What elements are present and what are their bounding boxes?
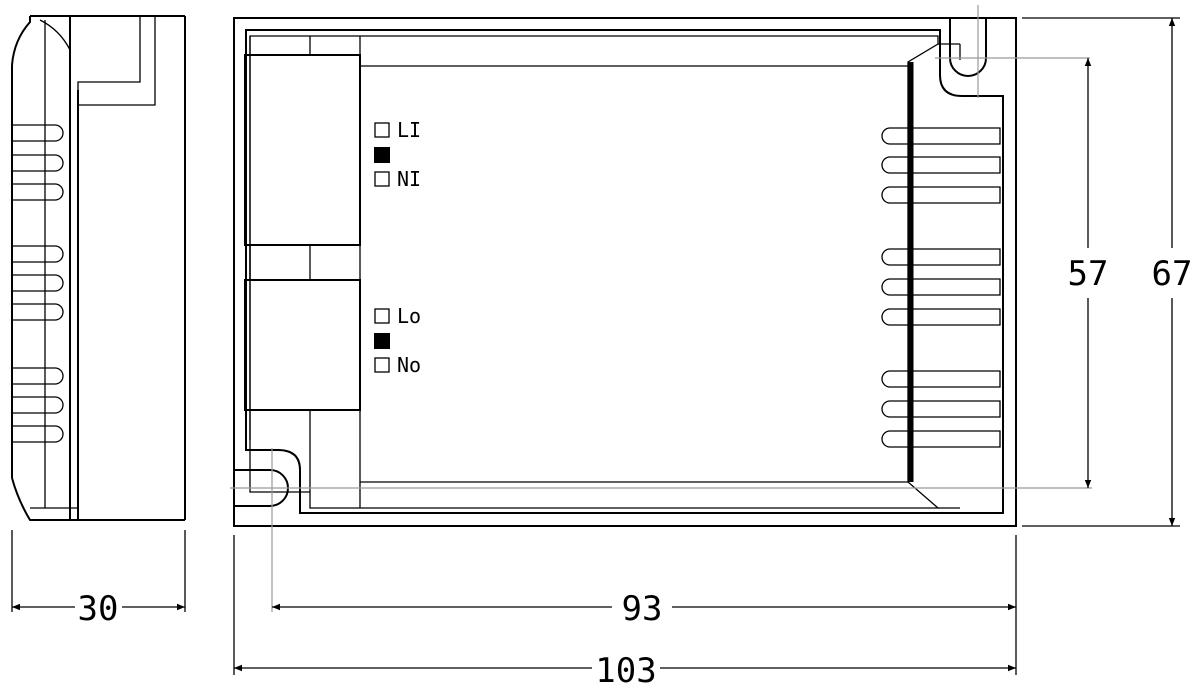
terminal-ni-square <box>374 171 390 187</box>
mount-hole-height-label: 57 <box>1068 254 1109 294</box>
overall-height-label: 67 <box>1152 254 1193 294</box>
dimension-lines <box>233 17 1180 675</box>
front-pins <box>881 127 1001 448</box>
side-pins <box>12 124 64 443</box>
depth-label: 30 <box>78 589 119 629</box>
terminal-output-filled-square <box>374 333 390 349</box>
overall-length-label: 103 <box>595 651 656 691</box>
terminal-label-li: LI <box>397 118 421 142</box>
terminal-label-no: No <box>397 353 421 377</box>
terminal-no-square <box>374 357 390 373</box>
terminal-input-filled-square <box>374 147 390 163</box>
terminal-label-lo: Lo <box>397 304 421 328</box>
mount-hole-spacing-label: 93 <box>622 589 663 629</box>
terminal-label-ni: NI <box>397 167 421 191</box>
side-view <box>11 15 186 612</box>
front-view <box>230 5 1092 612</box>
terminal-li-square <box>374 122 390 138</box>
terminal-lo-square <box>374 308 390 324</box>
